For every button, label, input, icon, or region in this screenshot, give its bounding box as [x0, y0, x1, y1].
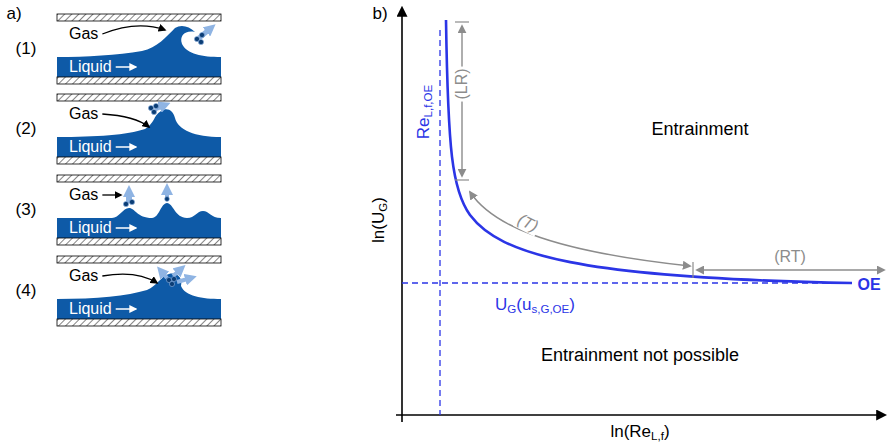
gas-label: Gas [69, 187, 98, 203]
text-run: OE [857, 276, 880, 293]
regime-label: (LR) [453, 66, 471, 101]
text-run: a) [6, 4, 21, 23]
axis-title: ln(ReL,f) [610, 423, 669, 443]
channel-4-illustration [57, 256, 221, 326]
callout-number: (1) [16, 40, 37, 59]
text-run: ) [664, 422, 670, 441]
text-run: (T) [515, 211, 541, 235]
text-run: (4) [16, 281, 37, 300]
liquid-label: Liquid [69, 59, 112, 75]
subscript: G [507, 303, 516, 315]
channel-1-illustration [57, 14, 221, 84]
liquid-label: Liquid [69, 220, 112, 236]
subscript: s,G,OE [531, 303, 569, 315]
text-run: (u [516, 295, 531, 314]
subscript: G [377, 203, 389, 212]
text-run: ) [569, 295, 575, 314]
channel-box: GasLiquid [57, 175, 221, 245]
liquid-flow-arrow [116, 146, 136, 148]
text-run: (3) [16, 200, 37, 219]
regime-label: (RT) [772, 248, 808, 266]
text-run: Entrainment [651, 119, 748, 139]
liquid-flow-arrow [116, 66, 136, 68]
regime-label: (T) [513, 210, 543, 237]
callout-number: (3) [16, 201, 37, 220]
text-run: (2) [16, 119, 37, 138]
text-run: Entrainment not possible [541, 345, 739, 365]
channel-box: GasLiquid [57, 14, 221, 84]
text-run: ln(U [369, 212, 388, 243]
channel-2-illustration [57, 94, 221, 164]
callout-number: (2) [16, 120, 37, 139]
text-run: Re [414, 118, 433, 140]
subscript: L,f [651, 430, 664, 442]
text-run: U [495, 295, 507, 314]
panel-letter: a) [6, 5, 21, 24]
callout-number: (4) [16, 282, 37, 301]
gas-label: Gas [69, 268, 98, 284]
channel-3-illustration [57, 175, 221, 245]
asymptote-label: ReL,f,OE [415, 85, 435, 139]
channel-box: GasLiquid [57, 94, 221, 164]
gas-flow-arrow [102, 194, 121, 195]
region-label: Entrainment [651, 120, 748, 140]
text-run: (RT) [774, 248, 806, 265]
liquid-flow-arrow [116, 308, 136, 310]
gas-label: Gas [69, 26, 98, 42]
gas-flow-arrow [102, 26, 165, 34]
gas-flow-arrow [102, 114, 149, 127]
liquid-label: Liquid [69, 139, 112, 155]
text-run: b) [372, 4, 387, 23]
text-run: (1) [16, 39, 37, 58]
panel-letter: b) [372, 5, 387, 24]
text-run: ln(Re [610, 422, 651, 441]
gas-label: Gas [69, 106, 98, 122]
asymptote-label: UG(us,G,OE) [495, 296, 575, 316]
text-run: ) [369, 197, 388, 203]
gas-flow-arrow [102, 274, 157, 283]
axis-title: ln(UG) [370, 197, 390, 243]
region-label: Entrainment not possible [541, 346, 739, 366]
text-run: (LR) [453, 68, 470, 99]
regime-chart [396, 8, 885, 422]
liquid-flow-arrow [116, 227, 136, 229]
flow-arrows [102, 26, 165, 309]
subscript: L,f,OE [422, 85, 434, 118]
channel-box: GasLiquid [57, 256, 221, 326]
liquid-label: Liquid [69, 301, 112, 317]
curve-label: OE [857, 276, 880, 294]
